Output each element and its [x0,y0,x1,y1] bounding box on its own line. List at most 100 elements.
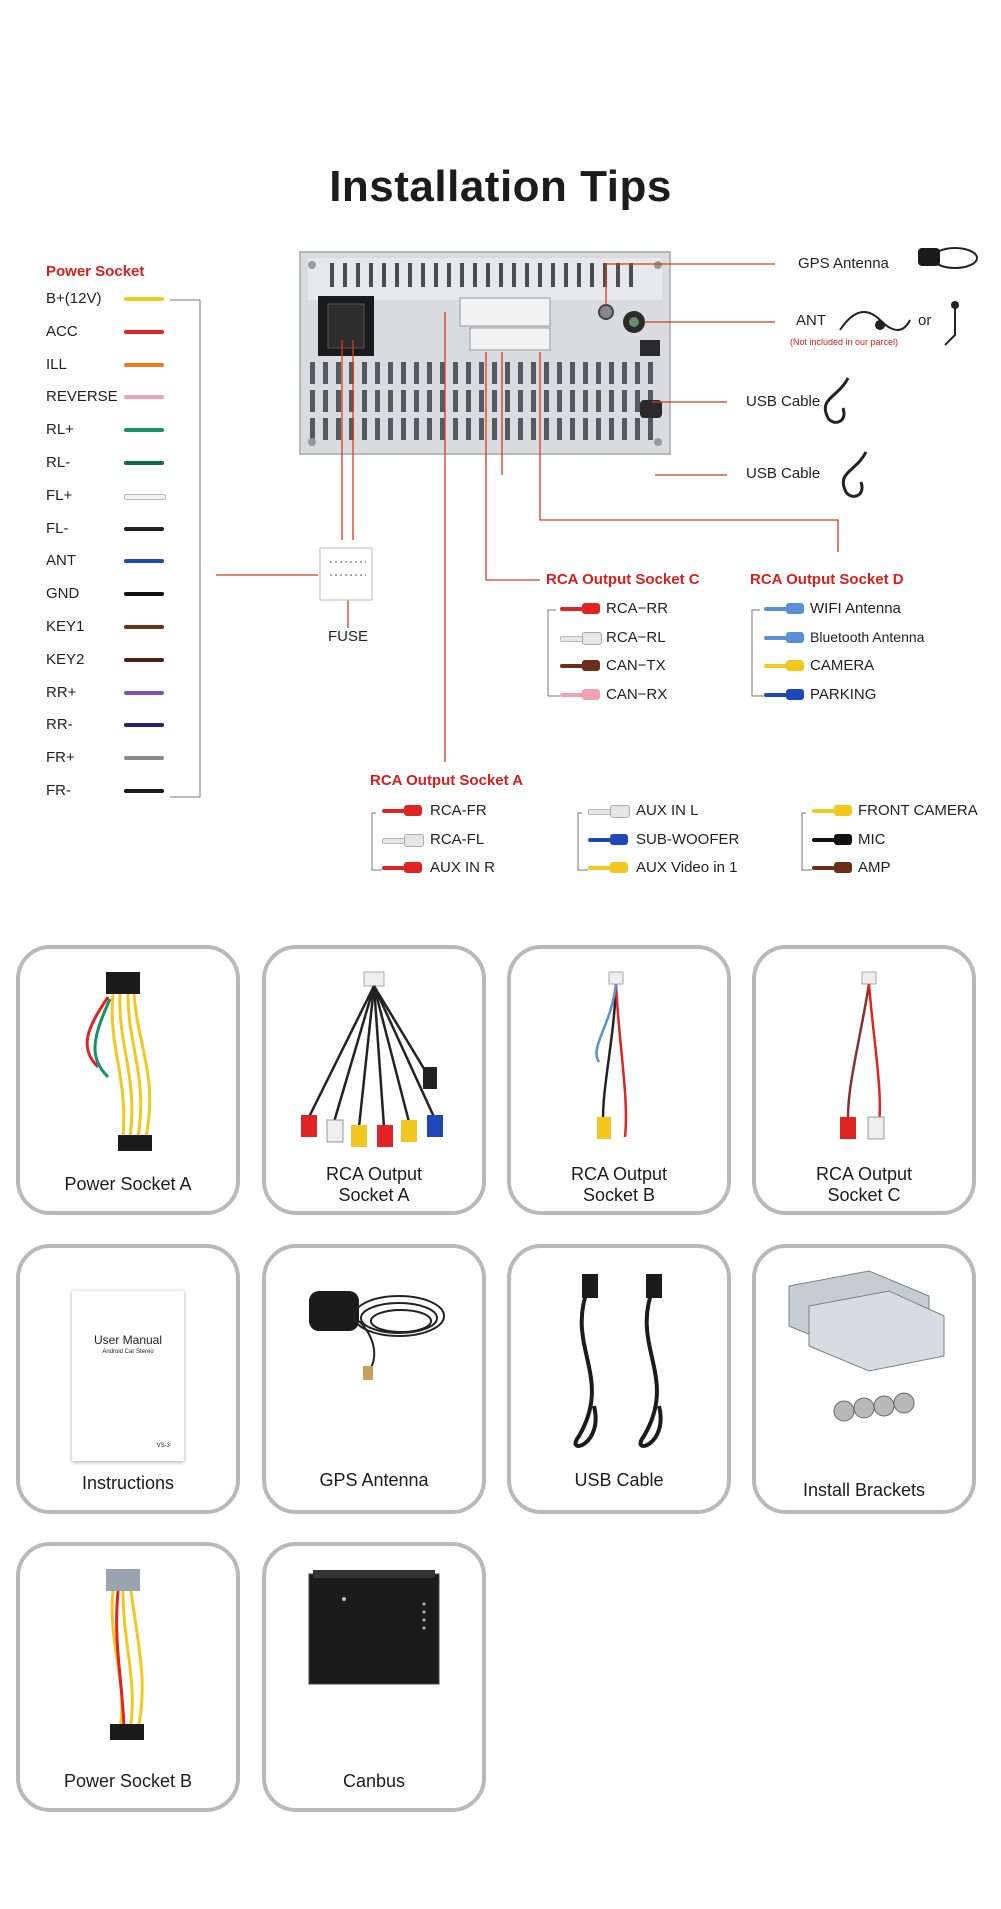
wire-color-swatch [124,559,164,564]
wire-label: GND [46,585,80,603]
wire-label: FL+ [46,486,73,504]
wire-color-swatch [560,664,586,668]
wire-label: RCA-FR [430,802,487,819]
wire-label: ACC [46,322,78,340]
canbus-box-icon [266,1564,482,1699]
wire-color-swatch [124,297,164,301]
page-title: Installation Tips [329,162,672,211]
head-unit-rear-icon [299,251,671,455]
wire-color-swatch [382,866,408,870]
rca-plug-icon [582,688,600,700]
wire-label: RCA−RL [606,628,666,646]
accessory-label: RCA Output Socket A [325,1164,423,1205]
wire-label: B+(12V) [46,290,102,307]
wire-color-swatch [560,607,586,611]
usb-cable-label-1: USB Cable [746,393,821,410]
wire-color-swatch [124,690,164,695]
accessory-card: Power Socket B [16,1542,240,1812]
wire-label: AUX IN R [430,859,496,876]
wire-color-swatch [560,692,586,697]
rca-plug-icon [786,660,804,671]
wire-label: RR+ [46,683,77,701]
wire-color-swatch [124,362,164,367]
ant-label: ANT [796,312,826,329]
wire-label: RL+ [46,421,74,439]
usb-cable-icon [511,1266,727,1461]
wire-color-swatch [764,607,790,611]
wire-label: REVERSE [46,388,118,406]
wire-color-swatch [124,756,164,761]
wiring-diagram [170,247,978,871]
wire-color-swatch [812,837,838,842]
wire-label: AMP [858,859,891,876]
rca-plug-icon [610,833,628,845]
socket-a-heading: RCA Output Socket A [370,772,524,789]
wire-label: PARKING [810,685,877,703]
gps-antenna-icon [266,1266,482,1391]
wire-label: ILL [46,355,67,373]
accessory-label: Power Socket A [64,1174,192,1194]
wire-color-swatch [124,461,164,465]
wire-color-swatch [124,625,164,629]
rca-plug-icon [834,805,852,816]
usb-cable-small-icon-2 [841,451,868,498]
or-label: or [918,312,932,329]
rca-plug-icon [786,688,804,700]
wire-label: KEY2 [46,650,85,668]
wire-color-swatch [124,789,164,793]
accessory-label: RCA Output Socket B [570,1164,668,1205]
rca-plug-icon [786,631,804,643]
socket-c-heading: RCA Output Socket C [546,571,700,588]
wire-label: KEY1 [46,618,85,635]
manual-code: VS-3 [156,1443,170,1449]
rca-plug-icon [582,660,600,671]
wire-label: ANT [46,552,76,570]
wire-color-swatch [124,428,164,433]
wire-color-swatch [812,809,838,813]
bracket-icon [756,1266,972,1461]
gps-antenna-small-icon [918,247,978,269]
wire-label: SUB-WOOFER [636,830,740,848]
rca-plug-icon [582,603,600,614]
usb-cable-label-2: USB Cable [746,465,821,482]
wire-label: RCA-FL [430,830,485,848]
rca-plug-icon [582,631,602,645]
fm-antenna-alt-icon [944,301,959,346]
wire-color-swatch [382,809,408,813]
wire-color-swatch [124,723,164,728]
accessory-card: RCA Output Socket B [507,945,731,1215]
rca-harness-c-icon [756,967,972,1162]
rca-plug-icon [834,833,852,845]
wire-color-swatch [764,664,790,668]
wire-color-swatch [124,657,164,662]
wire-label: AUX Video in 1 [636,859,738,876]
rca-plug-icon [404,805,422,816]
power-socket-heading: Power Socket [46,263,145,280]
fuse-label: FUSE [328,628,369,645]
wire-label: FL- [46,519,69,537]
accessory-card: Canbus [262,1542,486,1812]
wire-label: FRONT CAMERA [858,802,978,819]
accessory-card: GPS Antenna [262,1244,486,1514]
wire-label: MIC [858,830,886,848]
usb-cable-small-icon-1 [823,377,850,424]
fuse-block-icon [319,547,373,601]
rca-plug-icon [404,862,422,873]
accessory-label: Instructions [81,1473,175,1493]
wire-label: RR- [46,716,73,734]
rca-plug-icon [610,805,630,818]
wire-label: CAMERA [810,657,875,674]
rca-plug-icon [610,862,628,873]
accessory-card: Install Brackets [752,1244,976,1514]
wire-color-swatch [588,837,614,842]
wire-color-swatch [812,866,838,870]
wire-label: FR- [46,782,71,799]
rca-harness-a-icon [266,967,482,1162]
manual-title: User Manual [93,1333,163,1347]
accessory-label: Power Socket B [63,1771,193,1791]
accessory-label: Install Brackets [802,1480,926,1500]
accessory-card: RCA Output Socket A [262,945,486,1215]
ant-note: (Not included in our parcel) [790,337,899,347]
socket-d-heading: RCA Output Socket D [750,571,904,588]
